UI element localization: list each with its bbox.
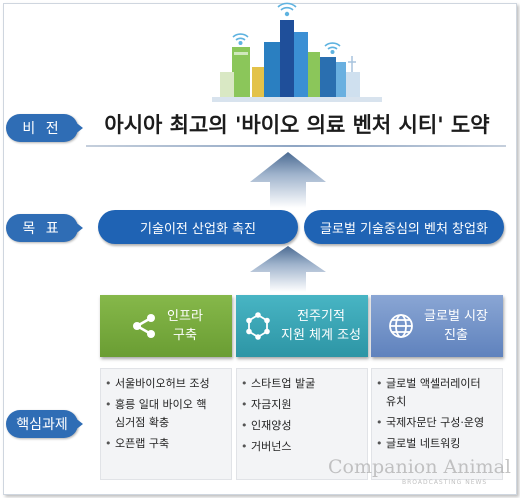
- pillar-title-global-market: 글로벌 시장 진출: [424, 309, 488, 343]
- list-item: 글로벌 액셀러레이터 유치: [376, 375, 502, 411]
- tasks-label-text: 핵심과제: [16, 417, 68, 433]
- list-item: 글로벌 네트워킹: [376, 435, 502, 453]
- globe-icon: [389, 314, 413, 338]
- vision-underline: [86, 145, 506, 147]
- list-item: 스타트업 발굴: [241, 375, 367, 393]
- pillar-title-infrastructure: 인프라 구축: [167, 309, 203, 343]
- pillar-card-global-market: 글로벌 시장 진출: [371, 295, 503, 357]
- task-list-global-market: 글로벌 액셀러레이터 유치 국제자문단 구성·운영 글로벌 네트워킹: [371, 368, 503, 480]
- share-icon: [133, 314, 156, 338]
- vision-label: 비 전: [6, 114, 78, 142]
- pillar-card-infrastructure: 인프라 구축: [100, 295, 232, 357]
- goal-pill-2: 글로벌 기술중심의 벤처 창업화: [304, 210, 504, 244]
- task-list-support-system: 스타트업 발굴 자금지원 인재양성 거버넌스: [236, 368, 368, 480]
- goal-label: 목 표: [6, 214, 78, 242]
- upward-arrow-top: [250, 152, 326, 208]
- list-item: 국제자문단 구성·운영: [376, 414, 502, 432]
- tasks-label-arrow: [74, 417, 83, 431]
- vision-statement: 아시아 최고의 '바이오 의료 벤처 시티' 도약: [104, 113, 490, 137]
- goal-label-arrow: [74, 221, 83, 235]
- pillar-card-support-system: 전주기적 지원 체계 조성: [236, 295, 368, 357]
- list-item: 오픈랩 구축: [105, 435, 231, 453]
- goal-text-2: 글로벌 기술중심의 벤처 창업화: [320, 221, 488, 237]
- city-skyline-illustration: [212, 2, 382, 102]
- watermark-subtext: BROADCASTING NEWS: [402, 479, 488, 486]
- goal-label-text: 목 표: [22, 221, 62, 237]
- molecule-icon: [246, 312, 270, 340]
- watermark-text: Companion Animal: [328, 456, 511, 478]
- list-item: 거버넌스: [241, 438, 367, 456]
- goal-text-1: 기술이전 산업화 촉진: [140, 221, 256, 237]
- list-item: 자금지원: [241, 396, 367, 414]
- upward-arrow-bottom: [250, 246, 326, 292]
- list-item: 홍릉 일대 바이오 핵심거점 확충: [105, 396, 231, 432]
- pillar-title-support-system: 전주기적 지원 체계 조성: [280, 309, 362, 343]
- vision-label-text: 비 전: [22, 121, 62, 137]
- list-item: 인재양성: [241, 417, 367, 435]
- vision-label-arrow: [74, 121, 83, 135]
- task-list-infrastructure: 서울바이오허브 조성 홍릉 일대 바이오 핵심거점 확충 오픈랩 구축: [100, 368, 232, 480]
- tasks-label: 핵심과제: [6, 410, 78, 438]
- goal-pill-1: 기술이전 산업화 촉진: [98, 210, 298, 244]
- list-item: 서울바이오허브 조성: [105, 375, 231, 393]
